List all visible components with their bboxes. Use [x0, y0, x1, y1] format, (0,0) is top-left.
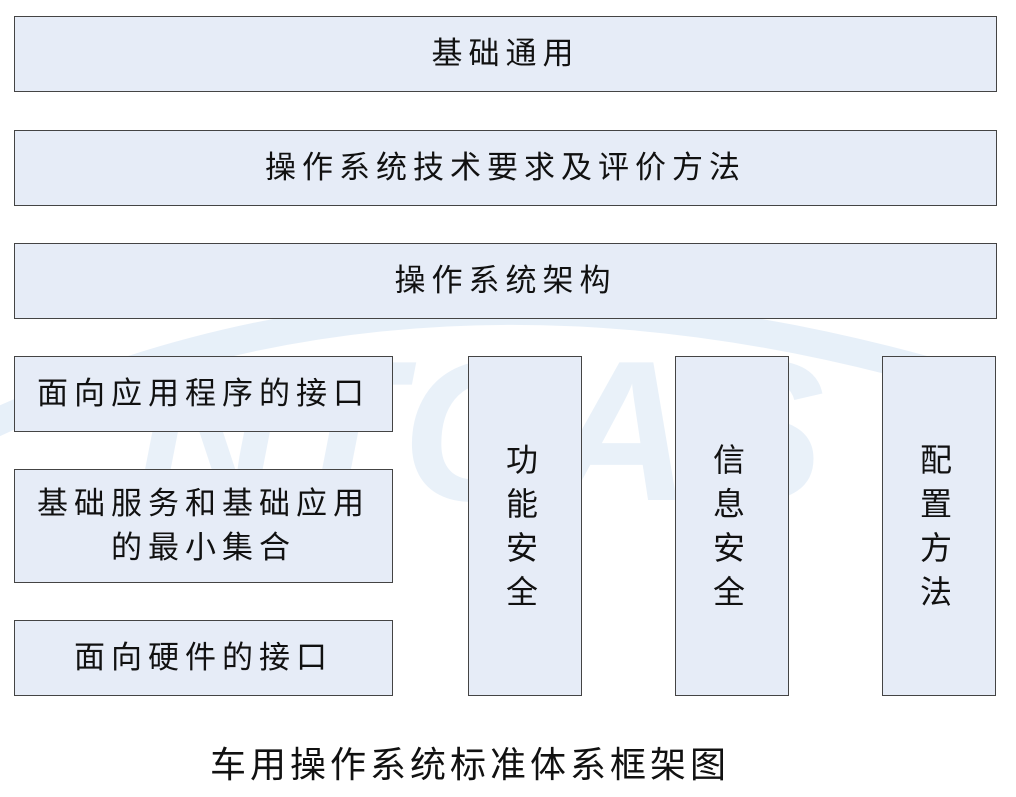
column-configuration-method: 配置方法 [882, 356, 996, 696]
box-label: 功能安全 [505, 441, 544, 611]
layer-os-tech-requirements: 操作系统技术要求及评价方法 [14, 130, 997, 206]
box-minimal-services-set: 基础服务和基础应用的最小集合 [14, 469, 393, 583]
layer-os-architecture: 操作系统架构 [14, 243, 997, 319]
box-hardware-interface: 面向硬件的接口 [14, 620, 393, 696]
box-label: 操作系统技术要求及评价方法 [265, 150, 746, 186]
layer-foundation-general: 基础通用 [14, 16, 997, 92]
box-label: 配置方法 [919, 441, 958, 611]
box-label: 操作系统架构 [394, 263, 617, 299]
box-label: 面向应用程序的接口 [37, 376, 370, 412]
column-information-security: 信息安全 [675, 356, 789, 696]
box-label: 基础服务和基础应用的最小集合 [37, 486, 370, 566]
figure-caption: 车用操作系统标准体系框架图 [209, 745, 730, 786]
box-application-interface: 面向应用程序的接口 [14, 356, 393, 432]
box-label: 面向硬件的接口 [74, 640, 333, 676]
box-label: 信息安全 [712, 441, 751, 611]
box-label: 基础通用 [431, 36, 580, 72]
column-functional-safety: 功能安全 [468, 356, 582, 696]
